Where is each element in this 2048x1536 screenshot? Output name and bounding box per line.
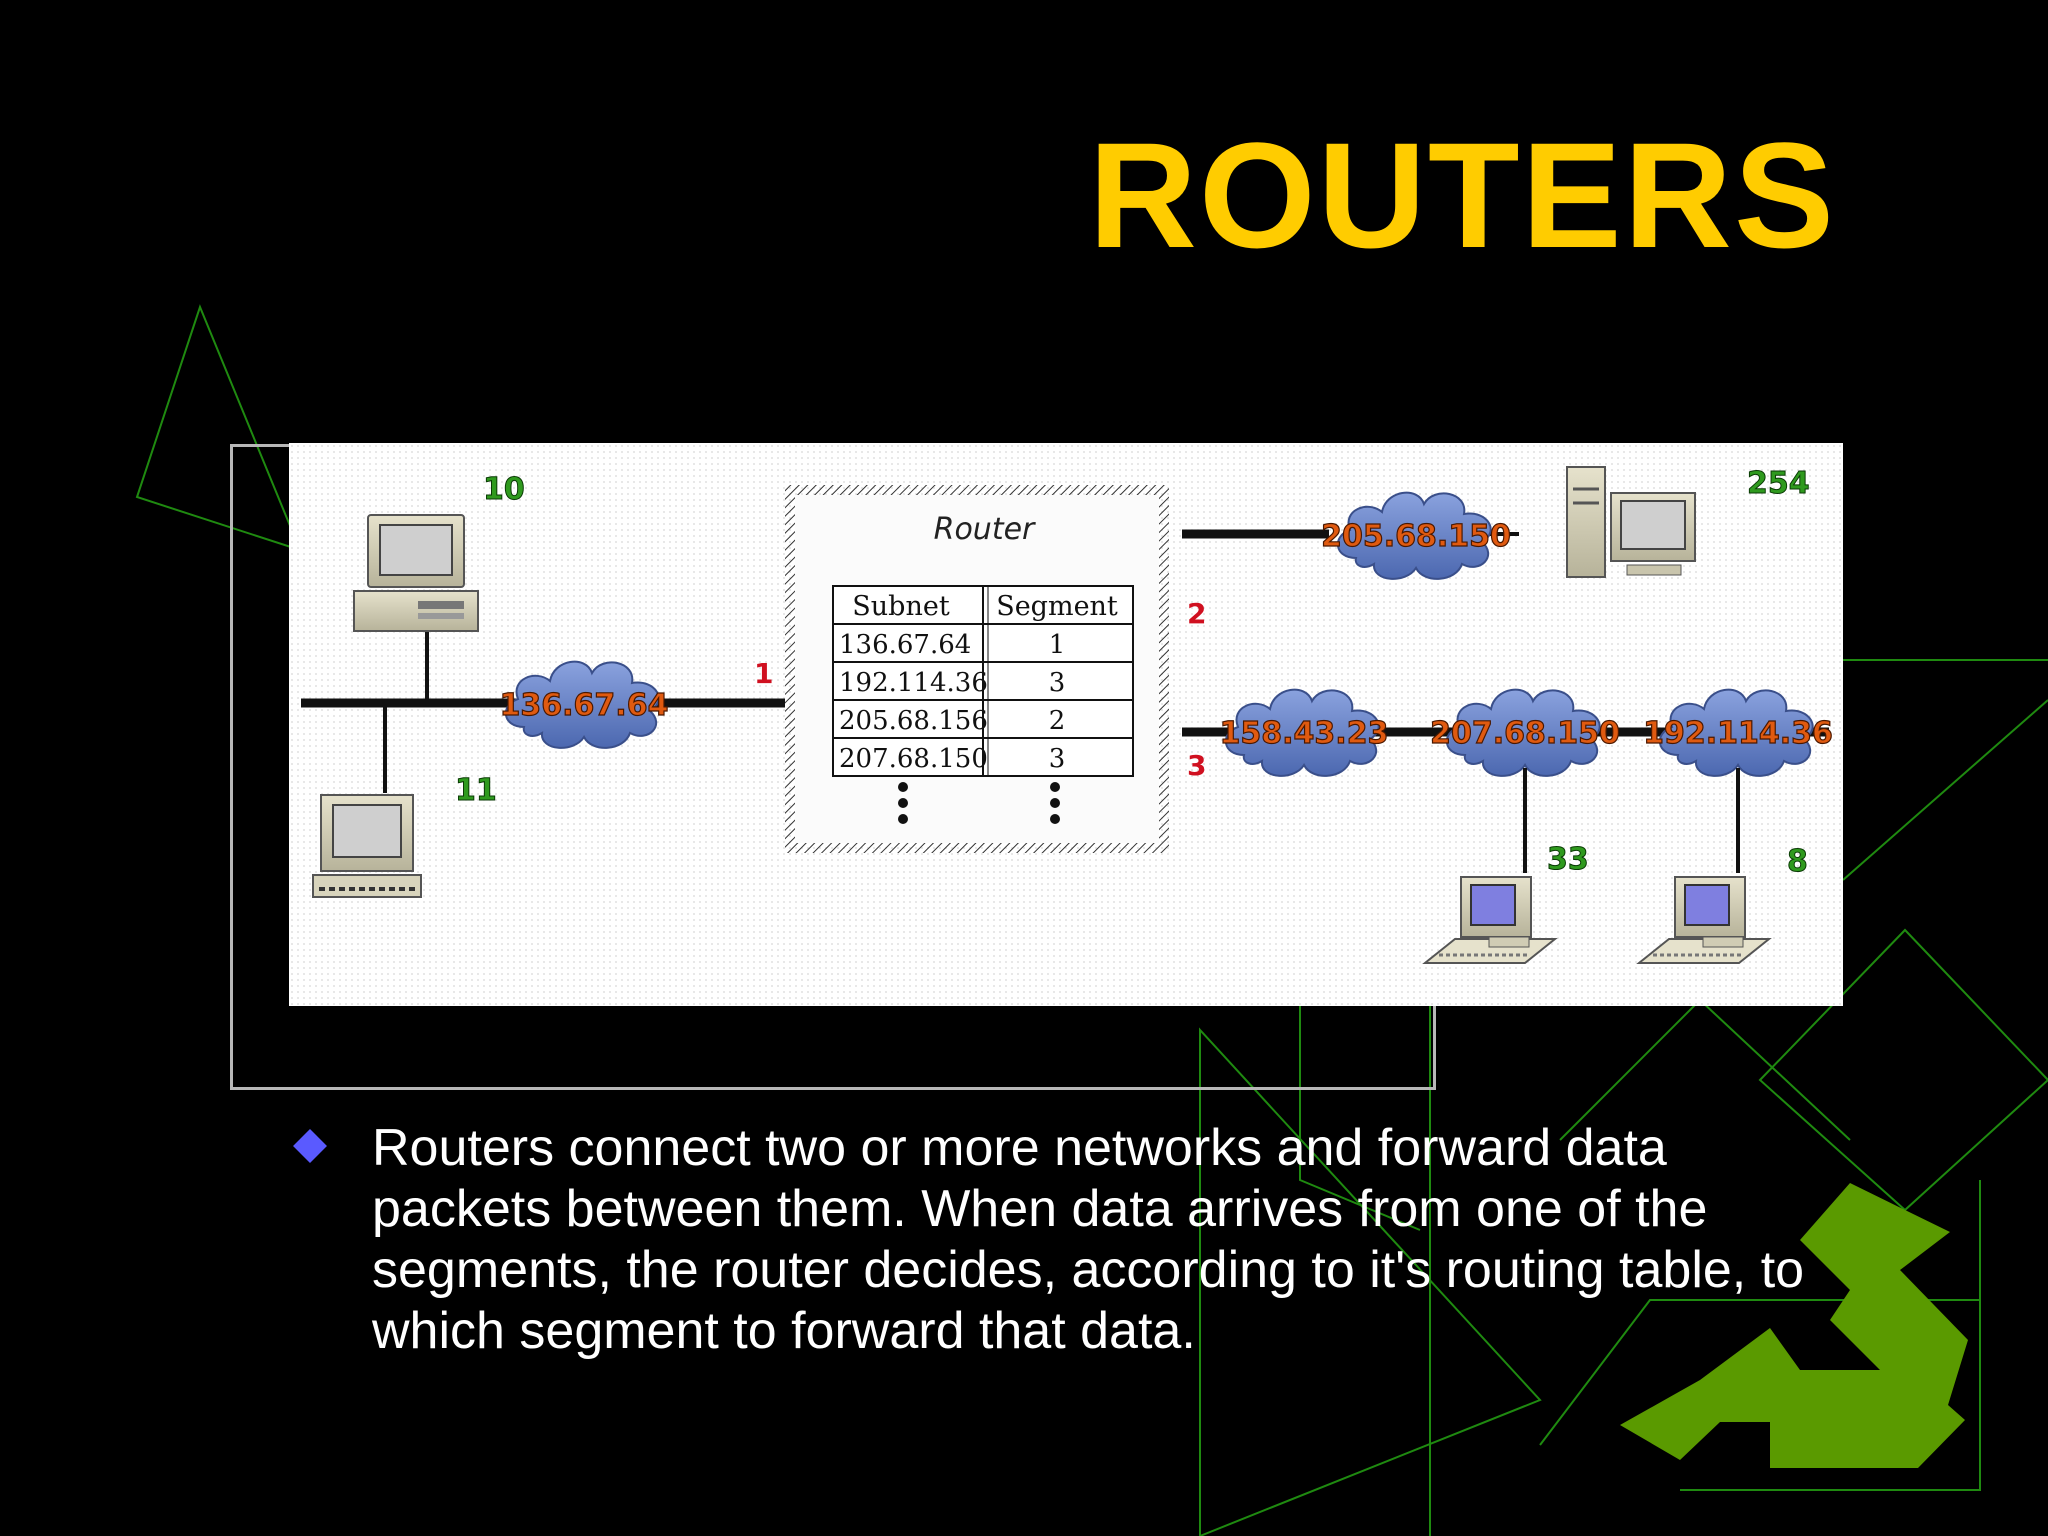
desktop-computer-icon bbox=[353, 514, 479, 632]
deco-diamond-right bbox=[1758, 928, 2048, 1212]
table-cell: 3 bbox=[1049, 744, 1066, 774]
deco-triangle-left bbox=[135, 304, 302, 552]
table-cell: 2 bbox=[1049, 706, 1066, 736]
table-cell: 1 bbox=[1049, 630, 1066, 660]
deco-line-right-2 bbox=[1842, 699, 2048, 881]
host-label-33: 33 bbox=[1547, 842, 1589, 877]
host-label-8: 8 bbox=[1787, 844, 1808, 879]
cloud-label-207: 207.68.150 bbox=[1430, 716, 1620, 751]
host-label-11: 11 bbox=[455, 773, 497, 808]
table-continuation-dots bbox=[898, 782, 1060, 824]
slide-title: ROUTERS bbox=[1088, 111, 1836, 279]
table-cell: 136.67.64 bbox=[839, 630, 971, 660]
router-label: Router bbox=[934, 512, 1036, 547]
cloud-label-136: 136.67.64 bbox=[500, 688, 669, 723]
host-label-10: 10 bbox=[483, 472, 525, 507]
port-label-3: 3 bbox=[1187, 749, 1206, 782]
network-diagram: 10 11 136.67.64 1 Router Subnet Segment … bbox=[289, 443, 1843, 1006]
cloud-label-158: 158.43.23 bbox=[1220, 716, 1389, 751]
host-label-254: 254 bbox=[1747, 466, 1810, 501]
table-cell: 207.68.150 bbox=[839, 744, 988, 774]
port-label-2: 2 bbox=[1187, 597, 1206, 630]
table-cell: 192.114.36 bbox=[839, 668, 988, 698]
deco-line-mid bbox=[1299, 1005, 1421, 1231]
table-cell: 3 bbox=[1049, 668, 1066, 698]
table-header-subnet: Subnet bbox=[852, 591, 950, 622]
cloud-label-205: 205.68.150 bbox=[1321, 519, 1511, 554]
deco-triangle-bottom bbox=[1199, 1027, 1542, 1536]
bullet-text: Routers connect two or more networks and… bbox=[372, 1119, 1805, 1360]
table-header-segment: Segment bbox=[996, 591, 1118, 622]
cloud-label-192: 192.114.36 bbox=[1643, 716, 1833, 751]
routing-table: Subnet Segment 136.67.64 1 192.114.36 3 … bbox=[832, 585, 1134, 824]
deco-green-arrow-shape bbox=[1620, 1183, 1968, 1468]
deco-line-low-2 bbox=[1680, 1180, 1981, 1491]
laptop-computer-icon bbox=[311, 793, 423, 899]
port-label-1: 1 bbox=[754, 657, 773, 690]
table-cell: 205.68.156 bbox=[839, 706, 988, 736]
